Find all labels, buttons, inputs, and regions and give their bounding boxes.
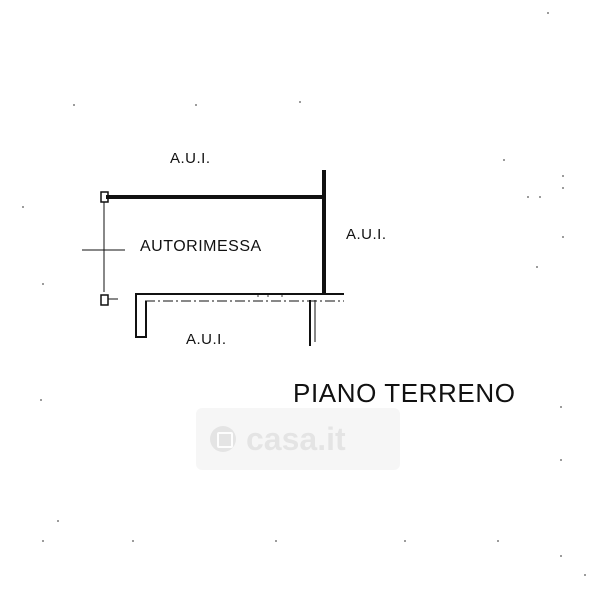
house-icon: [210, 426, 236, 452]
corner-marker-bottom: [100, 294, 109, 306]
label-aui-right: A.U.I.: [346, 226, 387, 243]
watermark-text: casa.it: [246, 420, 346, 457]
scan-speckles: [22, 12, 586, 576]
watermark: casa.it: [196, 408, 400, 470]
label-aui-bottom: A.U.I.: [186, 331, 227, 348]
room-label-autorimessa: AUTORIMESSA: [140, 238, 262, 255]
label-aui-top: A.U.I.: [170, 150, 211, 167]
floor-title: PIANO TERRENO: [293, 378, 516, 408]
